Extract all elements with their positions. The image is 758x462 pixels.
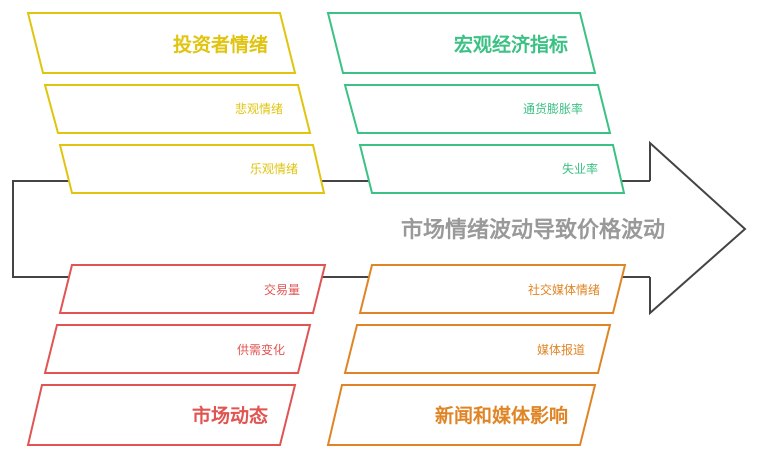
category-label: 宏观经济指标 [454, 33, 568, 56]
cause-box [58, 264, 327, 314]
cause-box [343, 84, 612, 134]
spine: 市场情绪波动导致价格波动 [12, 140, 747, 316]
cause-label: 媒体报道 [537, 342, 585, 357]
cause-box [343, 324, 612, 374]
category-label: 新闻和媒体影响 [435, 404, 568, 427]
cause-box [358, 144, 626, 194]
cause-label: 乐观情绪 [250, 162, 298, 176]
arrow-head [649, 140, 747, 316]
cause-label: 悲观情绪 [235, 101, 283, 116]
cause-label: 社交媒体情绪 [528, 282, 600, 297]
effect-title: 市场情绪波动导致价格波动 [401, 217, 665, 243]
category-box [326, 12, 597, 74]
cause-label: 交易量 [264, 282, 300, 297]
category-label: 市场动态 [192, 404, 268, 427]
cause-label: 供需变化 [237, 342, 285, 357]
cause-box [43, 84, 312, 134]
category-label: 投资者情绪 [173, 33, 268, 56]
spine-line [12, 180, 650, 278]
cause-box [43, 324, 312, 374]
cause-box [58, 144, 326, 194]
cause-label: 失业率 [562, 161, 598, 176]
category-box [326, 384, 597, 446]
cause-box [358, 264, 627, 314]
cause-label: 通货膨胀率 [523, 101, 583, 116]
category-box [26, 384, 297, 446]
category-box [26, 12, 297, 74]
